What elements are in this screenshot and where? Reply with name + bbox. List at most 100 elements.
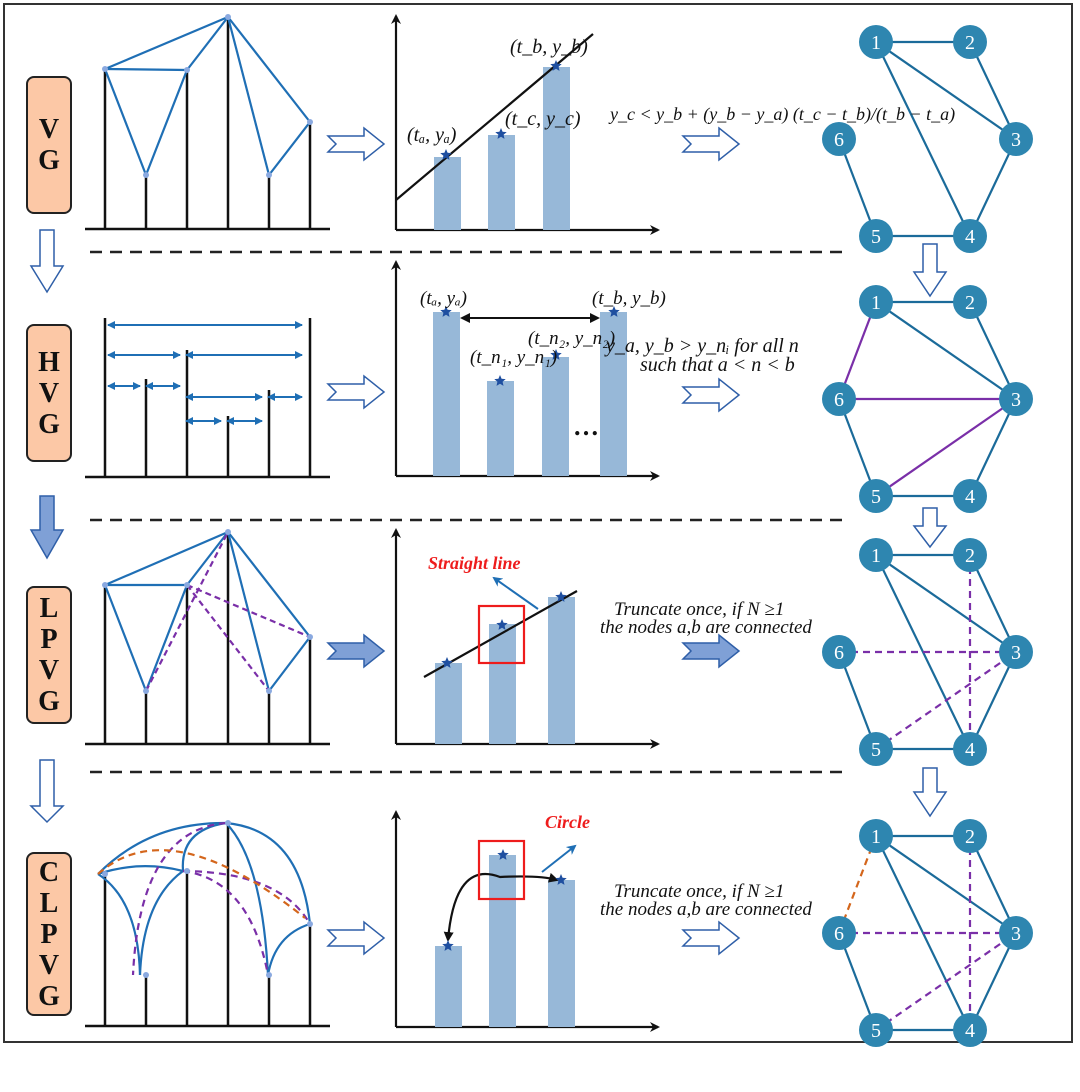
graph-node [822,635,856,669]
data-point [102,871,108,877]
data-point [225,529,231,535]
clpvg-condition-line2: the nodes a,b are connected [600,899,812,920]
graph-node [953,25,987,59]
graph-node [859,732,893,766]
graph-node [953,732,987,766]
graph-node [859,219,893,253]
data-point [184,582,190,588]
star-marker [550,349,562,360]
star-marker [496,619,508,630]
down-arrow-hollow-icon [29,759,65,824]
chart-bar [433,312,460,476]
row-separators [90,250,845,774]
graph-node-label: 4 [965,739,975,761]
visibility-link [268,636,311,692]
star-marker [550,60,562,71]
graph-edge [875,41,1017,140]
circular-arc [443,872,559,942]
clpvg-condition-line1: Truncate once, if N ≥1 [614,881,785,902]
penetrable-circular-link [182,869,311,925]
graph-edge [969,301,1017,400]
graph-node-label: 1 [871,292,881,314]
graph-edge [969,932,1017,1031]
right-arrow-icon [681,126,741,162]
data-point [266,972,272,978]
graph-node [999,382,1033,416]
row-label-letter: L [39,887,59,919]
data-point [266,172,272,178]
graph-edge [969,138,1017,237]
graph-node-label: 6 [834,923,844,945]
data-point [143,972,149,978]
right-arrow-icon [681,633,741,669]
graph-node-label: 5 [871,486,881,508]
down-arrow-filled-icon [29,495,65,560]
pointer-arrow [492,576,539,610]
data-point [307,119,313,125]
graph-edge [875,554,1017,653]
visibility-line [395,33,594,201]
circular-link [97,865,184,876]
data-point [143,688,149,694]
down-arrow-hollow-icon [912,767,948,818]
data-point [225,14,231,20]
down-arrow-hollow-icon [29,229,65,294]
hvg-condition-line2: such that a < n < b [640,354,795,376]
visibility-link [186,531,229,586]
graph-node [859,538,893,572]
visibility-link [144,69,189,176]
graph-edge [837,398,878,497]
star-marker [440,306,452,317]
chart-bar [435,663,462,744]
chart-bar [548,597,575,744]
graph-node-label: 3 [1011,642,1021,664]
penetrable-link [186,583,311,639]
graph-node-label: 3 [1011,923,1021,945]
graph-node [999,916,1033,950]
row-label-letter: P [40,624,58,655]
hvg-point-b-label: (t_b, y_b) [592,288,666,309]
mini-charts [391,14,660,1032]
data-point [143,172,149,178]
graph-node [953,219,987,253]
graph-node-label: 1 [871,545,881,567]
vg-point-a-label: (tₐ, yₐ) [407,124,457,146]
graph-node [859,1013,893,1047]
right-arrow-icon [326,374,386,410]
right-arrow-icon [326,633,386,669]
graph-node-label: 4 [965,1020,975,1042]
circular-link [266,922,311,976]
hvg-ellipsis: … [573,412,599,441]
row-label-letter: C [38,856,60,888]
pointer-arrow [541,844,577,873]
graph-edge-circular [837,835,878,934]
graph-node [953,285,987,319]
straight-line-label: Straight line [428,553,521,573]
graph-edge-new [837,301,878,400]
vg-condition-formula: y_c < y_b + (y_b − y_a) (t_c − t_b)/(t_b… [610,104,956,124]
graph-edge [969,398,1017,497]
data-point [102,582,108,588]
row-label-letter: V [38,655,60,686]
graph-node-label: 2 [965,826,975,848]
lpvg-visibility-sketch [85,529,330,746]
visibility-link [104,15,229,71]
data-point [307,921,313,927]
hvg-point-n2-label: (t_n₂, y_n₂) [528,328,616,349]
graph-node [953,538,987,572]
row-label-letter: P [40,918,58,950]
star-marker [555,591,567,602]
lpvg-condition-line1: Truncate once, if N ≥1 [614,599,785,620]
graph-node-label: 3 [1011,389,1021,411]
graph-node-label: 6 [834,642,844,664]
graph-node-label: 6 [834,389,844,411]
highlight-box [477,839,526,901]
graph-node [999,635,1033,669]
data-point [225,820,231,826]
